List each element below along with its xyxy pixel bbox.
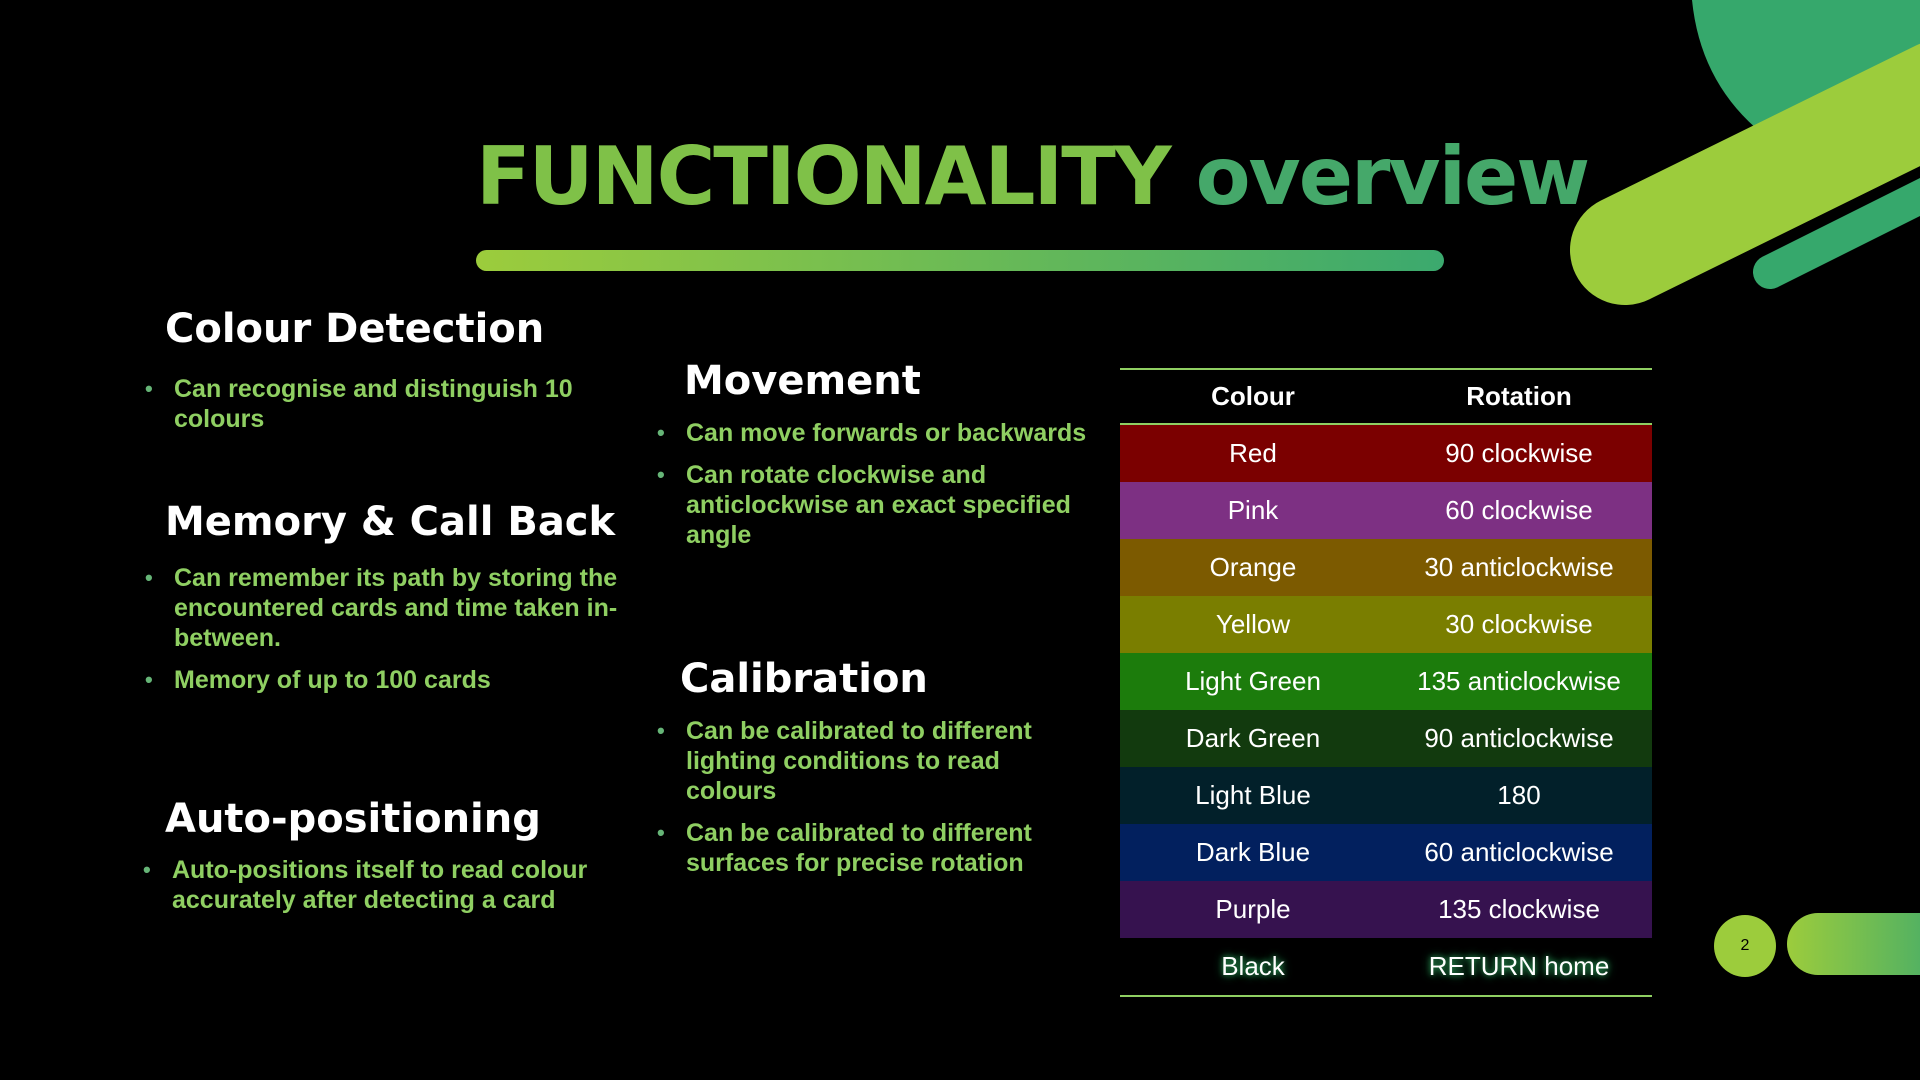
table-row: Orange 30 anticlockwise (1120, 539, 1652, 596)
rotation-cell: 90 clockwise (1445, 438, 1593, 468)
column-header-colour: Colour (1120, 370, 1386, 425)
table-row: Black RETURN home (1120, 938, 1652, 995)
rotation-cell: 180 (1497, 780, 1541, 810)
title-sub: overview (1195, 130, 1591, 223)
column-header-rotation: Rotation (1386, 370, 1652, 425)
page-title: FUNCTIONALITY overview (476, 122, 1590, 232)
calibration-list: Can be calibrated to different lighting … (657, 716, 1097, 890)
list-item: Can rotate clockwise and anticlockwise a… (657, 460, 1087, 550)
list-item: Can recognise and distinguish 10 colours (145, 374, 585, 434)
colour-detection-list: Can recognise and distinguish 10 colours (145, 374, 585, 446)
heading-memory-call-back: Memory & Call Back (165, 499, 616, 545)
colour-cell: Pink (1227, 495, 1279, 525)
rotation-cell: 135 clockwise (1438, 894, 1600, 924)
colour-cell: Light Green (1185, 666, 1321, 696)
list-item: Memory of up to 100 cards (145, 665, 625, 695)
heading-colour-detection: Colour Detection (165, 306, 545, 352)
title-underline-bar (476, 250, 1444, 271)
colour-cell: Purple (1215, 894, 1291, 924)
heading-auto-positioning: Auto-positioning (165, 796, 541, 842)
title-main: FUNCTIONALITY (476, 130, 1172, 223)
table-row: Red 90 clockwise (1120, 424, 1652, 482)
auto-positioning-list: Auto-positions itself to read colour acc… (143, 855, 603, 927)
colour-cell: Black (1221, 951, 1285, 981)
colour-cell: Orange (1209, 552, 1297, 582)
green-diagonal-stripe (1753, 177, 1920, 289)
rotation-cell: RETURN home (1428, 951, 1610, 981)
colour-cell: Red (1229, 438, 1277, 468)
table-row: Dark Green 90 anticlockwise (1120, 710, 1652, 767)
table-row: Yellow 30 clockwise (1120, 596, 1652, 653)
table-header-row: Colour Rotation (1120, 370, 1652, 425)
table-row: Pink 60 clockwise (1120, 482, 1652, 539)
heading-movement: Movement (684, 358, 921, 404)
list-item: Can be calibrated to different lighting … (657, 716, 1097, 806)
rotation-cell: 135 anticlockwise (1417, 666, 1621, 696)
colour-cell: Dark Green (1185, 723, 1321, 753)
list-item: Can move forwards or backwards (657, 418, 1087, 448)
colour-cell: Yellow (1215, 609, 1291, 639)
rotation-cell: 90 anticlockwise (1424, 723, 1614, 753)
list-item: Auto-positions itself to read colour acc… (143, 855, 603, 915)
corner-green-blob (1692, 0, 1920, 130)
memory-list: Can remember its path by storing the enc… (145, 563, 625, 707)
page-number: 2 (1714, 915, 1776, 977)
list-item: Can remember its path by storing the enc… (145, 563, 625, 653)
bottom-right-pill (1787, 913, 1920, 975)
list-item: Can be calibrated to different surfaces … (657, 818, 1097, 878)
movement-list: Can move forwards or backwards Can rotat… (657, 418, 1087, 562)
rotation-cell: 60 clockwise (1445, 495, 1593, 525)
lime-diagonal-stripe (1570, 44, 1920, 305)
table-row: Purple 135 clockwise (1120, 881, 1652, 938)
heading-calibration: Calibration (680, 656, 928, 702)
rotation-cell: 30 clockwise (1445, 609, 1593, 639)
table-row: Dark Blue 60 anticlockwise (1120, 824, 1652, 881)
colour-cell: Dark Blue (1195, 837, 1311, 867)
rotation-cell: 60 anticlockwise (1424, 837, 1614, 867)
table-row: Light Blue 180 (1120, 767, 1652, 824)
rotation-cell: 30 anticlockwise (1424, 552, 1614, 582)
colour-cell: Light Blue (1195, 780, 1311, 810)
table-row: Light Green 135 anticlockwise (1120, 653, 1652, 710)
